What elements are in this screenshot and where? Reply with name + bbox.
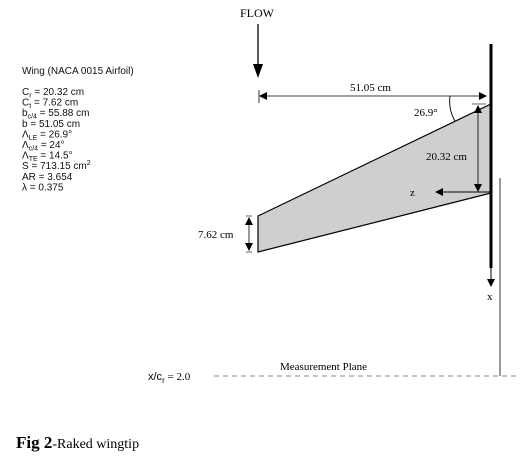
x-axis-label: x <box>487 291 493 303</box>
spec-value: = 14.5° <box>38 151 73 162</box>
spec-line: ΛLE = 26.9° <box>22 129 72 142</box>
spec-value: = 51.05 cm <box>28 119 81 130</box>
spec-subscript: t <box>29 103 31 110</box>
tip-chord-label: 7.62 cm <box>198 229 234 241</box>
spec-line: b = 51.05 cm <box>22 119 80 130</box>
spec-subscript: c/4 <box>29 146 38 153</box>
spec-title: Wing (NACA 0015 Airfoil) <box>22 66 134 77</box>
sweep-angle-arc <box>449 95 456 122</box>
figure-caption: Fig 2-Raked wingtip <box>16 433 139 452</box>
plane-position-label: x/cr = 2.0 <box>148 371 191 385</box>
spec-symbol: C <box>22 98 29 109</box>
spec-line: Ct = 7.62 cm <box>22 98 78 111</box>
spec-line: Λc/4 = 24° <box>22 140 65 153</box>
flow-arrow-head <box>253 64 263 78</box>
spec-symbol: C <box>22 87 29 98</box>
spec-symbol: λ <box>22 182 27 193</box>
spec-symbol: Λ <box>22 151 29 162</box>
spec-symbol: S <box>22 161 29 172</box>
spec-subscript: TE <box>29 156 38 163</box>
spec-line: AR = 3.654 <box>22 172 73 183</box>
flow-label: FLOW <box>240 6 275 20</box>
spec-subscript: c/4 <box>28 114 37 121</box>
spec-line: bc/4 = 55.88 cm <box>22 108 89 121</box>
spec-value: = 24° <box>38 140 65 151</box>
spec-line: S = 713.15 cm2 <box>22 160 91 172</box>
spec-value: = 7.62 cm <box>31 98 78 109</box>
spec-subscript: LE <box>29 135 38 142</box>
spec-value: = 713.15 cm <box>29 161 87 172</box>
spec-line: Cr = 20.32 cm <box>22 87 84 100</box>
spec-symbol: AR <box>22 172 36 183</box>
spec-symbol: b <box>22 108 28 119</box>
wing-planform <box>257 103 492 253</box>
spec-value: = 0.375 <box>27 182 64 193</box>
spec-value: = 55.88 cm <box>37 108 90 119</box>
root-chord-label: 20.32 cm <box>426 151 467 163</box>
spec-symbol: Λ <box>22 140 29 151</box>
spec-line: λ = 0.375 <box>22 182 64 193</box>
spec-value: = 26.9° <box>37 129 72 140</box>
measurement-plane-label: Measurement Plane <box>280 361 367 373</box>
spec-value: = 20.32 cm <box>32 87 85 98</box>
spec-symbol: Λ <box>22 129 29 140</box>
spec-value: = 3.654 <box>36 172 73 183</box>
spec-superscript: 2 <box>87 160 91 167</box>
spec-symbol: b <box>22 119 28 130</box>
sweep-angle-label: 26.9° <box>414 107 438 119</box>
z-axis-label: z <box>410 187 415 199</box>
spec-line: ΛTE = 14.5° <box>22 151 73 164</box>
span-label: 51.05 cm <box>350 82 391 94</box>
spec-subscript: r <box>29 93 32 100</box>
